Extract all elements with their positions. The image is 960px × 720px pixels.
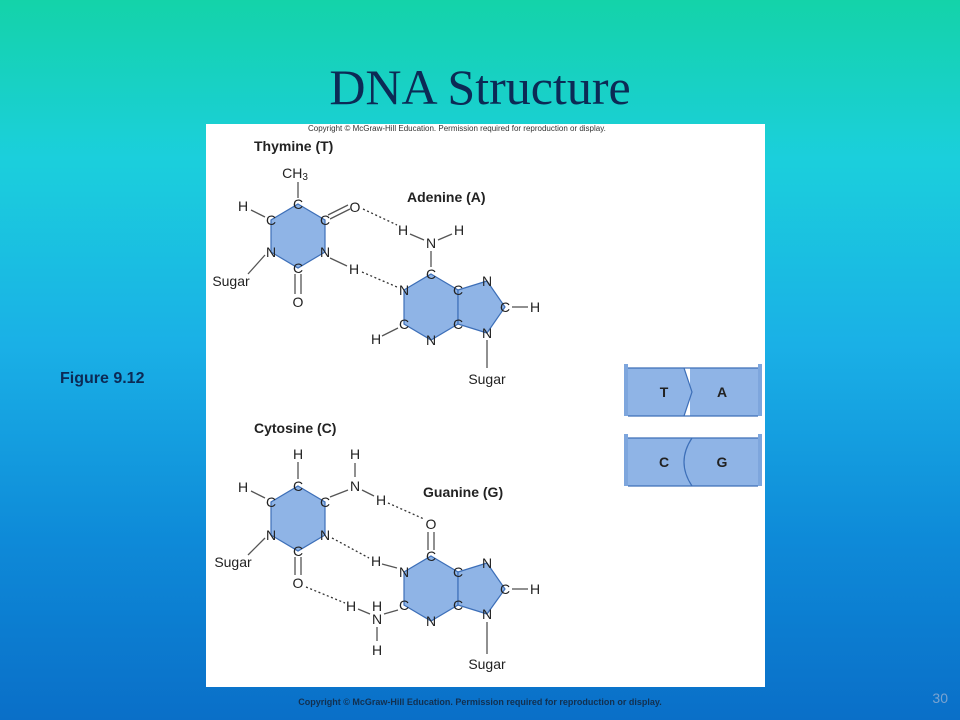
svg-text:C: C [453,282,463,298]
hbond [387,502,425,520]
svg-text:H: H [371,553,381,569]
svg-text:H: H [371,331,381,347]
pair1-right: A [717,384,727,400]
svg-text:C: C [453,564,463,580]
ch3-label: CH3 [282,165,308,183]
svg-text:N: N [482,325,492,341]
svg-text:C: C [399,597,409,613]
hbond [305,586,346,604]
svg-text:H: H [530,581,540,597]
pair2-left: C [659,454,669,470]
svg-text:H: H [454,222,464,238]
svg-text:C: C [266,494,276,510]
svg-text:H: H [530,299,540,315]
svg-text:H: H [238,479,248,495]
svg-text:C: C [500,299,510,315]
guanine-title: Guanine (G) [423,484,503,500]
svg-text:C: C [399,316,409,332]
svg-text:H: H [376,492,386,508]
svg-text:N: N [482,555,492,571]
slide-title: DNA Structure [329,59,631,115]
cytosine-title: Cytosine (C) [254,420,336,436]
hbond [361,271,398,288]
base-pairing-diagram: .ring { fill:#8fb4e6; stroke:#3d6fb8; st… [212,124,606,672]
svg-text:N: N [399,564,409,580]
hbond [331,537,370,559]
cytosine-ring [270,485,326,552]
svg-text:O: O [293,575,304,591]
svg-text:N: N [266,244,276,260]
svg-text:C: C [500,581,510,597]
base-pair-icons: T A C G [620,360,766,495]
svg-text:N: N [399,282,409,298]
adenine-ring-6 [403,273,459,341]
svg-text:C: C [293,196,303,212]
svg-text:H: H [372,598,382,614]
svg-text:O: O [350,199,361,215]
svg-text:N: N [482,606,492,622]
footer-copyright: Copyright © McGraw-Hill Education. Permi… [298,697,662,707]
svg-text:N: N [350,478,360,494]
svg-text:N: N [426,332,436,348]
adenine-sugar: Sugar [468,371,506,387]
svg-text:C: C [426,266,436,282]
svg-text:N: N [320,527,330,543]
svg-text:H: H [372,642,382,658]
adenine-ring-5 [457,280,506,334]
svg-text:O: O [426,516,437,532]
svg-text:N: N [426,613,436,629]
svg-text:C: C [453,316,463,332]
page-number: 30 [932,690,948,706]
adenine-title: Adenine (A) [407,189,486,205]
svg-text:C: C [320,212,330,228]
svg-text:N: N [426,235,436,251]
svg-text:C: C [453,597,463,613]
figure-copyright: Copyright © McGraw-Hill Education. Permi… [308,124,606,133]
svg-text:N: N [266,527,276,543]
hbond [362,208,398,226]
svg-text:C: C [266,212,276,228]
svg-text:H: H [238,198,248,214]
svg-text:C: C [293,260,303,276]
svg-text:H: H [346,598,356,614]
svg-text:C: C [320,494,330,510]
svg-text:H: H [349,261,359,277]
svg-text:H: H [293,446,303,462]
thymine-ring [270,203,326,269]
svg-text:C: C [293,543,303,559]
pair2-right: G [717,454,728,470]
svg-text:C: C [293,478,303,494]
cytosine-sugar: Sugar [214,554,252,570]
svg-text:N: N [372,611,382,627]
guanine-ring-6 [403,555,459,622]
svg-text:H: H [398,222,408,238]
ta-pair-icon: T A [624,364,762,417]
guanine-ring-5 [457,562,506,615]
svg-text:N: N [482,273,492,289]
figure-label: Figure 9.12 [60,370,145,387]
svg-text:H: H [350,446,360,462]
thymine-title: Thymine (T) [254,138,333,154]
svg-text:N: N [320,244,330,260]
guanine-sugar: Sugar [468,656,506,672]
svg-text:C: C [426,548,436,564]
pair1-left: T [660,384,669,400]
cg-pair-icon: C G [624,434,762,487]
thymine-sugar: Sugar [212,273,250,289]
svg-text:O: O [293,294,304,310]
